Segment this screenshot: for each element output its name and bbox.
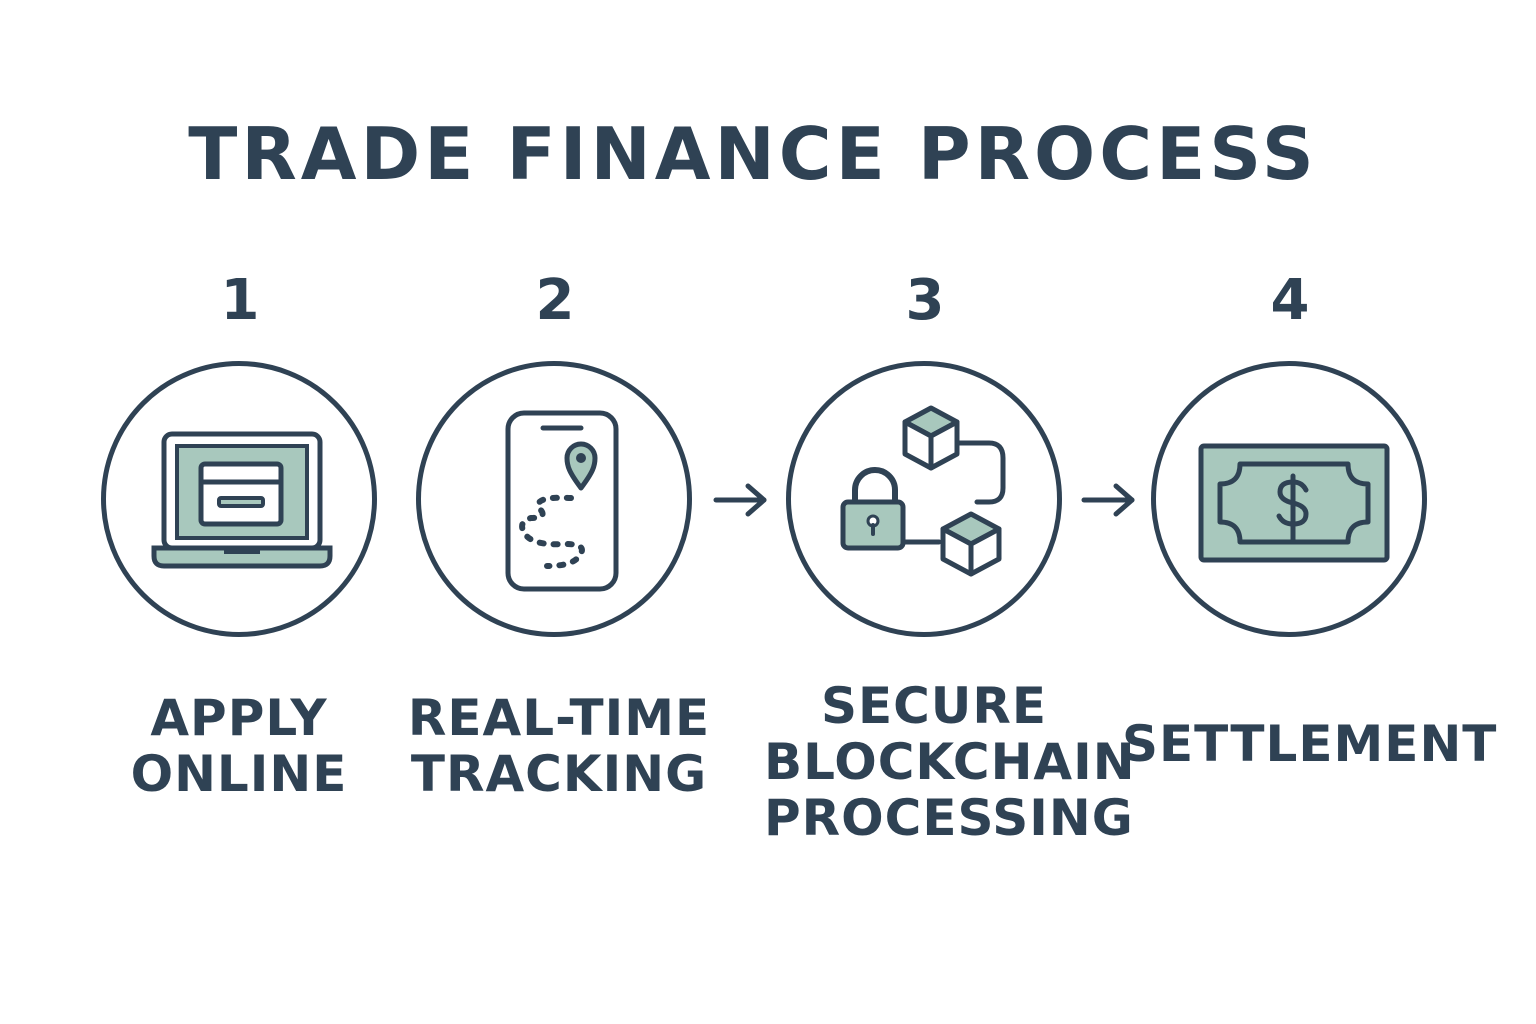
step-number-4: 4: [1270, 268, 1310, 333]
arrow-right-icon: [713, 483, 767, 517]
step-circle-1: [101, 361, 377, 637]
diagram-title: TRADE FINANCE PROCESS: [188, 112, 1318, 196]
banknote-icon: [1198, 443, 1390, 563]
step-circle-3: [786, 361, 1062, 637]
step-circle-4: [1151, 361, 1427, 637]
step-label-3: SECURE BLOCKCHAIN PROCESSING: [764, 677, 1136, 847]
step-number-3: 3: [905, 268, 945, 333]
laptop-icon: [151, 431, 333, 569]
step-label-1: APPLY ONLINE: [130, 689, 348, 803]
arrow-right-icon: [1081, 483, 1135, 517]
step-number-1: 1: [220, 268, 260, 333]
step-number-2: 2: [535, 268, 575, 333]
blockchain-lock-icon: [840, 405, 1006, 577]
step-label-4: SETTLEMENT: [1122, 715, 1498, 773]
step-circle-2: [416, 361, 692, 637]
step-label-2: REAL-TIME TRACKING: [407, 689, 711, 803]
phone-location-icon: [505, 410, 619, 592]
